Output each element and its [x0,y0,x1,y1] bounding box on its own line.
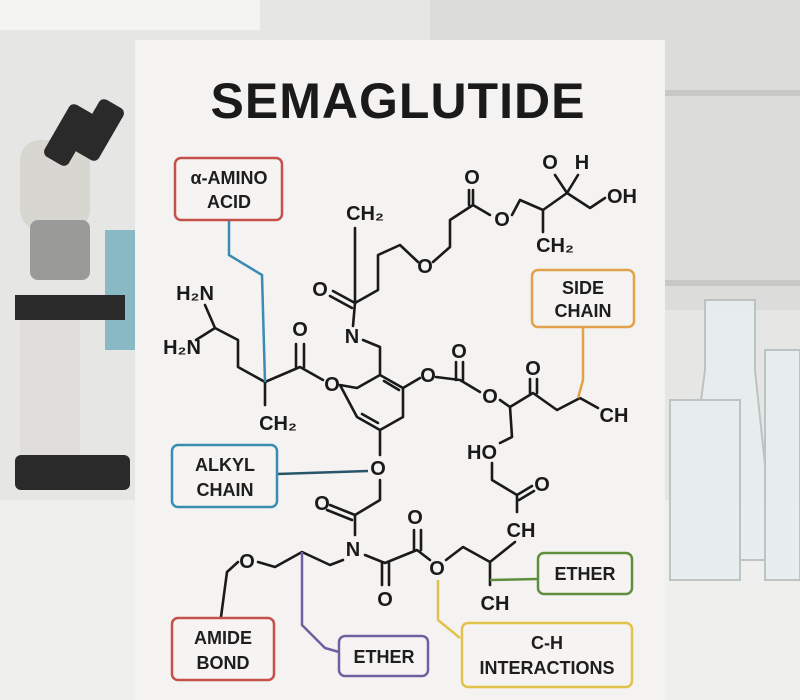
atom-label: O [525,358,541,380]
label-line: α-AMINO [190,168,267,188]
label-side-chain: SIDE CHAIN [530,268,636,329]
atom-label: O [429,558,445,580]
label-ether-purple: ETHER [337,634,430,678]
atom-label: HO [467,442,497,464]
atom-label: H₂N [176,283,214,305]
label-line: ETHER [554,564,615,584]
glassware [669,299,800,581]
atom-label: OH [607,186,637,208]
shelf-board [660,280,800,286]
callout-lines [227,220,585,654]
atom-label: CH [507,520,536,542]
atom-label: O [407,507,423,529]
atom-label: CH₂ [536,235,574,257]
poster-title: SEMAGLUTIDE [211,73,586,129]
label-alpha-amino-acid: α-AMINO ACID [173,156,284,222]
label-line: C-H [531,633,563,653]
label-line: ETHER [353,647,414,667]
atom-label: N [345,326,359,348]
label-alkyl-chain: ALKYL CHAIN [170,443,279,509]
atom-label: O [314,493,330,515]
label-line: CHAIN [197,480,254,500]
atom-label: O [417,256,433,278]
molecule-bonds [194,173,607,619]
atom-label: CH₂ [259,413,297,435]
shelf-board [660,90,800,96]
label-line: ALKYL [195,455,255,475]
label-line: ACID [207,192,251,212]
atom-label: O [451,341,467,363]
atom-label: CH [600,405,629,427]
atom-label: O [377,589,393,611]
atom-label: O [420,365,436,387]
atom-label: O [482,386,498,408]
microscope [15,99,135,490]
poster [135,40,665,700]
label-line: AMIDE [194,628,252,648]
atom-label: O [312,279,328,301]
label-amide-bond: AMIDE BOND [170,616,276,682]
label-line: CHAIN [555,301,612,321]
label-line: SIDE [562,278,604,298]
label-ch-interactions: C-H INTERACTIONS [460,621,634,689]
atom-label: O [534,474,550,496]
atom-label: N [346,539,360,561]
label-line: INTERACTIONS [480,658,615,678]
atom-label: H [575,152,589,174]
atom-label: CH [481,593,510,615]
atom-label: O [494,209,510,231]
atom-label: O [324,374,340,396]
atom-labels: CH₂ O O O H OH CH₂ O O H₂N H₂N N O O O O… [163,152,637,615]
atom-label: H₂N [163,337,201,359]
atom-label: O [292,319,308,341]
atom-label: O [542,152,558,174]
atom-label: O [370,458,386,480]
label-line: BOND [197,653,250,673]
label-ether-green: ETHER [536,551,634,596]
window-light [0,0,260,30]
atom-label: CH₂ [346,203,384,225]
atom-label: O [464,167,480,189]
atom-label: O [239,551,255,573]
